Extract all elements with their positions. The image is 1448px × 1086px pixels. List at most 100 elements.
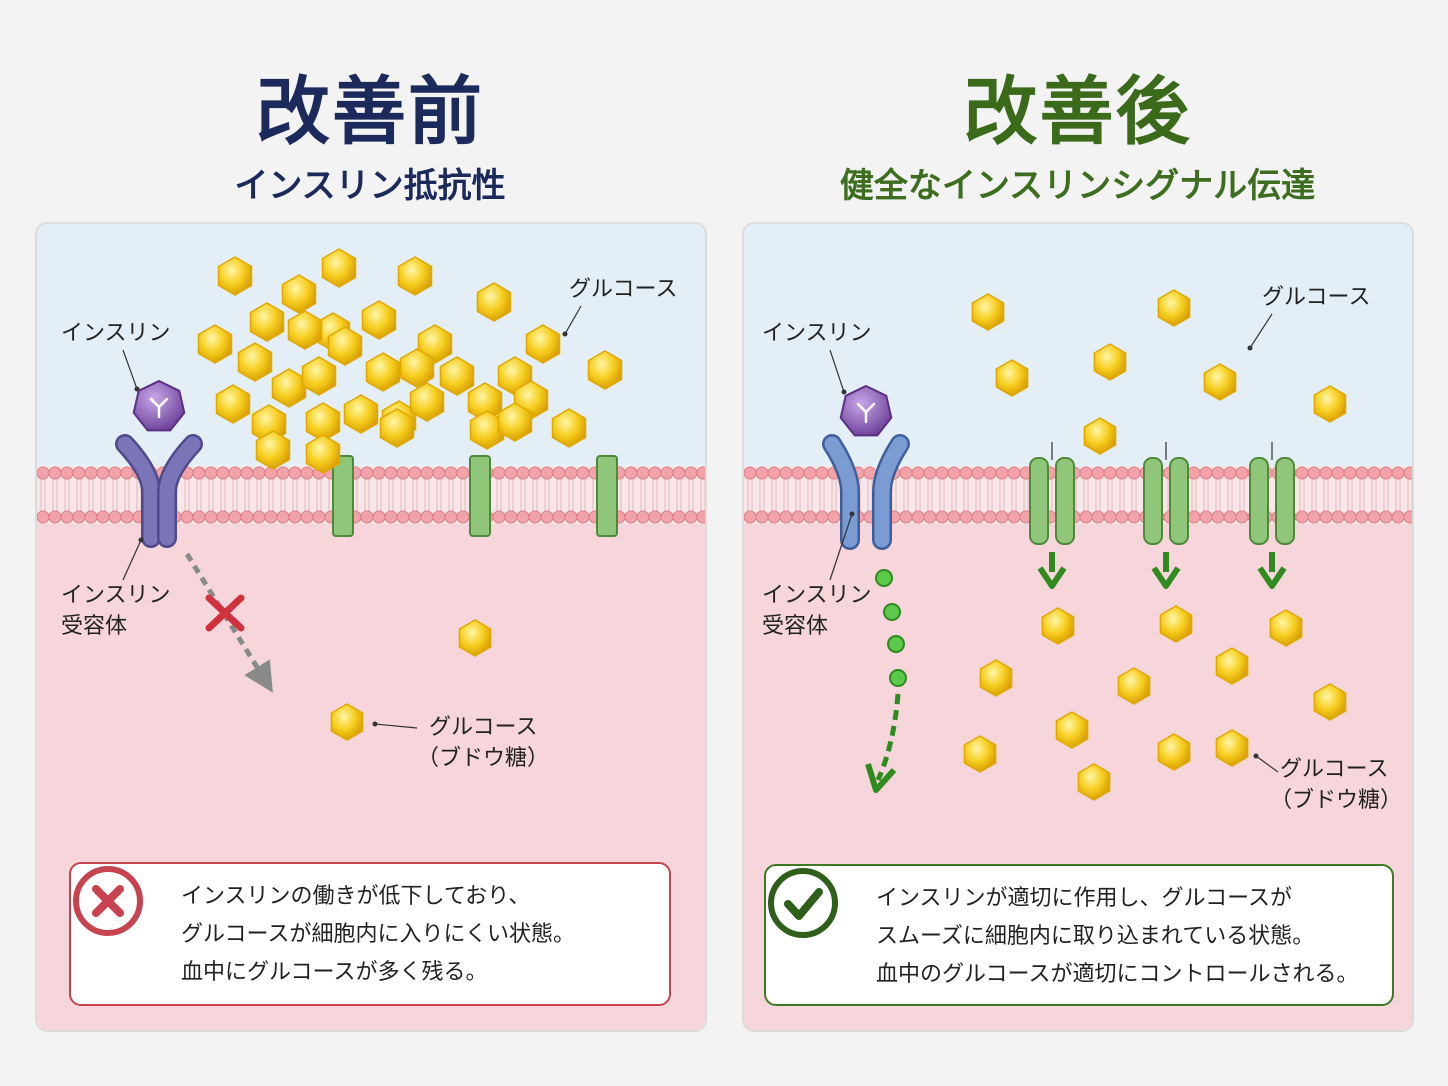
- before-panel: インスリン グルコース インスリン 受容体 グルコース （ブドウ糖） インスリン…: [35, 222, 707, 1032]
- blocked-x-mark: [205, 594, 245, 632]
- glucose-molecule: [979, 659, 1013, 697]
- check-circle-icon: [768, 868, 838, 938]
- glucose-molecule: [1215, 647, 1249, 685]
- receptor-label-line1: インスリン: [61, 583, 171, 608]
- glucose-molecule: [1203, 363, 1237, 401]
- glucose-molecule: [237, 342, 273, 382]
- glucose-top-label: グルコース: [1262, 285, 1371, 310]
- glucose-molecule: [1269, 609, 1303, 647]
- glucose-molecule: [439, 356, 475, 396]
- glucose-molecule: [330, 703, 364, 741]
- glucose-transporter: [1143, 457, 1163, 545]
- glucose-molecule: [551, 408, 587, 448]
- before-callout: インスリンの働きが低下しており、 グルコースが細胞内に入りにくい状態。 血中にグ…: [69, 862, 671, 1006]
- leader-line: [829, 349, 845, 393]
- glucose-molecule: [476, 282, 512, 322]
- receptor-label-line1: インスリン: [762, 583, 872, 608]
- signal-dot: [887, 635, 905, 653]
- glucose-molecule: [1055, 711, 1089, 749]
- leader-line: [564, 305, 582, 335]
- glucose-transporter: [1249, 457, 1269, 545]
- leader-line: [122, 349, 138, 390]
- glucose-molecule: [321, 248, 357, 288]
- glucose-top-label: グルコース: [569, 277, 678, 302]
- glucose-molecule: [305, 434, 341, 474]
- after-panel: インスリン グルコース インスリン 受容体 グルコース （ブドウ糖） インスリン…: [742, 222, 1414, 1032]
- callout-line: スムーズに細胞内に取り込まれている状態。: [876, 924, 1315, 949]
- glucose-molecule: [379, 408, 415, 448]
- glucose-molecule: [281, 274, 317, 314]
- receptor-label-line2: 受容体: [61, 614, 128, 639]
- after-subtitle: 健全なインスリンシグナル伝達: [839, 166, 1316, 206]
- glucose-molecule: [497, 402, 533, 442]
- insulin-label: インスリン: [61, 321, 171, 346]
- extracellular-area: [744, 224, 1412, 474]
- glucose-label-line1: グルコース: [1280, 757, 1389, 782]
- glucose-molecule: [1157, 289, 1191, 327]
- glucose-uptake-arrow: [1151, 552, 1181, 589]
- leader-line: [1255, 755, 1279, 773]
- glucose-molecule: [397, 256, 433, 296]
- glucose-label-line2: （ブドウ糖）: [1270, 788, 1403, 813]
- glucose-molecule: [1041, 607, 1075, 645]
- leader-line: [829, 513, 853, 581]
- after-title: 改善後: [963, 69, 1192, 155]
- before-subtitle: インスリン抵抗性: [234, 166, 506, 206]
- glucose-molecule: [399, 348, 435, 388]
- glucose-molecule: [1157, 733, 1191, 771]
- before-title: 改善前: [256, 69, 484, 155]
- glucose-transporter: [596, 455, 618, 537]
- extracellular-area: [37, 224, 705, 474]
- glucose-molecule: [587, 350, 623, 390]
- glucose-molecule: [327, 326, 363, 366]
- glucose-molecule: [1077, 763, 1111, 801]
- leader-line: [122, 539, 142, 581]
- glucose-molecule: [361, 300, 397, 340]
- cross-circle-icon: [73, 866, 143, 936]
- signal-arrow: [875, 693, 901, 782]
- glucose-label-line1: グルコース: [429, 715, 538, 740]
- glucose-molecule: [1117, 667, 1151, 705]
- glucose-transporter: [332, 455, 354, 537]
- glucose-molecule: [963, 735, 997, 773]
- glucose-uptake-arrow: [1037, 552, 1067, 589]
- leader-line: [1249, 313, 1273, 349]
- callout-line: グルコースが細胞内に入りにくい状態。: [181, 922, 576, 947]
- leader-line: [374, 723, 418, 729]
- glucose-molecule: [458, 619, 492, 657]
- glucose-molecule: [1313, 385, 1347, 423]
- glucose-molecule: [343, 394, 379, 434]
- signal-dot: [875, 569, 893, 587]
- glucose-molecule: [1083, 417, 1117, 455]
- glucose-transporter: [1029, 457, 1049, 545]
- signal-dot: [889, 669, 907, 687]
- glucose-molecule: [1159, 605, 1193, 643]
- signal-dot: [883, 603, 901, 621]
- callout-line: 血中にグルコースが多く残る。: [181, 960, 488, 985]
- after-callout: インスリンが適切に作用し、グルコースが スムーズに細胞内に取り込まれている状態。…: [764, 864, 1394, 1006]
- glucose-molecule: [255, 430, 291, 470]
- glucose-molecule: [215, 384, 251, 424]
- glucose-molecule: [1313, 683, 1347, 721]
- glucose-molecule: [197, 324, 233, 364]
- glucose-molecule: [217, 256, 253, 296]
- glucose-transporter: [469, 455, 491, 537]
- glucose-molecule: [249, 302, 285, 342]
- callout-line: インスリンの働きが低下しており、: [181, 884, 531, 909]
- insulin-label: インスリン: [762, 321, 872, 346]
- glucose-molecule: [525, 324, 561, 364]
- glucose-molecule: [365, 352, 401, 392]
- glucose-molecule: [995, 359, 1029, 397]
- callout-line: インスリンが適切に作用し、グルコースが: [876, 886, 1293, 911]
- callout-line: 血中のグルコースが適切にコントロールされる。: [876, 962, 1359, 987]
- glucose-molecule: [301, 356, 337, 396]
- glucose-molecule: [417, 324, 453, 364]
- glucose-molecule: [1215, 729, 1249, 767]
- glucose-molecule: [409, 382, 445, 422]
- glucose-uptake-arrow: [1257, 552, 1287, 589]
- glucose-molecule: [971, 293, 1005, 331]
- glucose-molecule: [287, 310, 323, 350]
- glucose-label-line2: （ブドウ糖）: [417, 746, 550, 771]
- glucose-molecule: [1093, 343, 1127, 381]
- receptor-label-line2: 受容体: [762, 614, 829, 639]
